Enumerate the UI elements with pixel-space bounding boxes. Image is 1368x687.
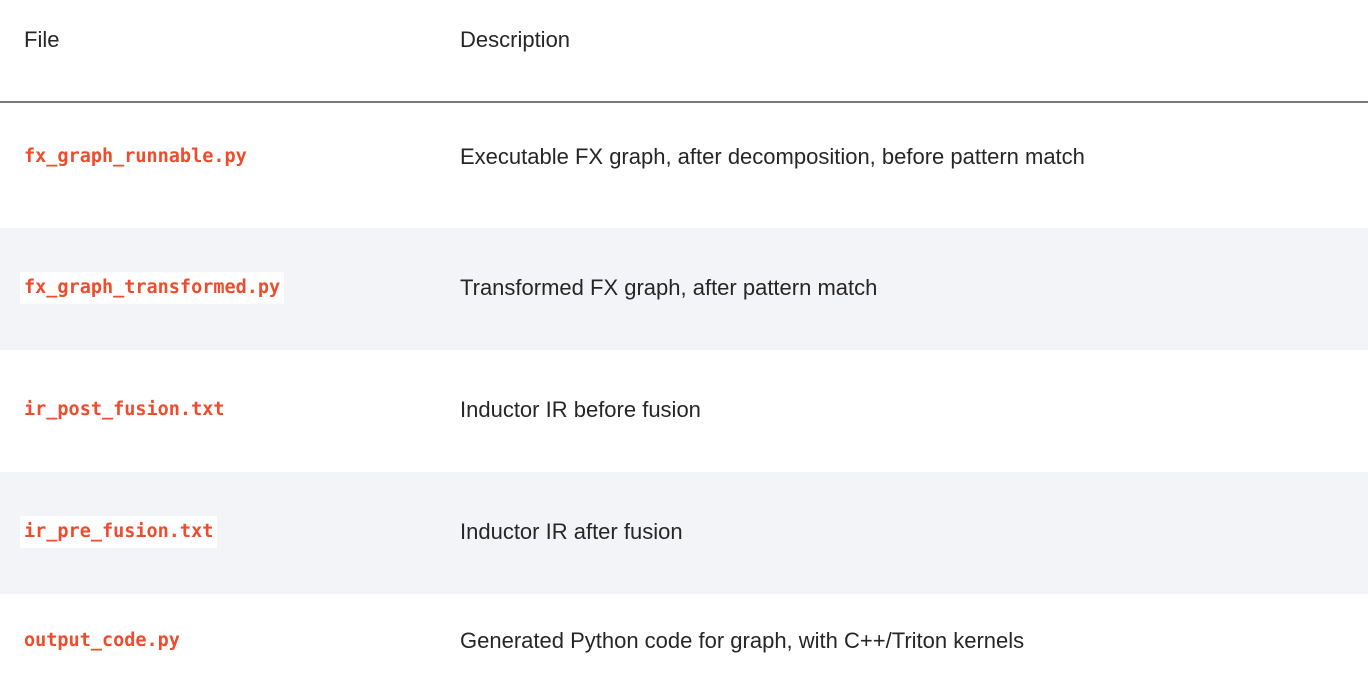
table-row: fx_graph_transformed.py Transformed FX g… <box>0 228 1368 350</box>
table-row: ir_post_fusion.txt Inductor IR before fu… <box>0 350 1368 472</box>
file-name: ir_pre_fusion.txt <box>20 516 218 548</box>
table-header: File Description <box>0 0 1368 103</box>
file-name: output_code.py <box>24 630 180 651</box>
file-name: fx_graph_transformed.py <box>20 272 285 304</box>
file-description: Transformed FX graph, after pattern matc… <box>460 275 878 300</box>
file-description: Inductor IR before fusion <box>460 397 701 422</box>
header-description: Description <box>460 27 571 52</box>
file-name: fx_graph_runnable.py <box>24 146 247 167</box>
table-row: ir_pre_fusion.txt Inductor IR after fusi… <box>0 472 1368 594</box>
header-file: File <box>24 27 60 52</box>
file-description: Executable FX graph, after decomposition… <box>460 144 1085 169</box>
table-row: fx_graph_runnable.py Executable FX graph… <box>0 103 1368 228</box>
table-row: output_code.py Generated Python code for… <box>0 594 1368 687</box>
file-description: Generated Python code for graph, with C+… <box>460 628 1025 653</box>
file-name: ir_post_fusion.txt <box>24 399 225 420</box>
file-description: Inductor IR after fusion <box>460 519 683 544</box>
